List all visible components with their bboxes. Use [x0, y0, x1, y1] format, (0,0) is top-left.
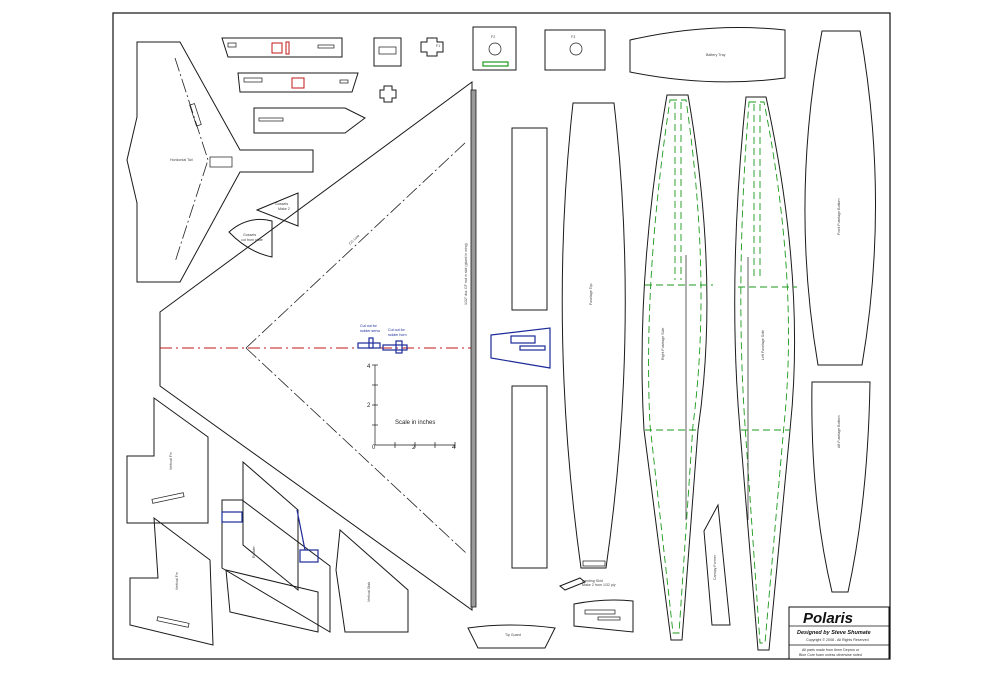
cg-line-label: CG Line [348, 234, 360, 246]
spar-note-label: 1/32" dia. CF rod in slot (glued in wing… [464, 243, 468, 305]
battery-tray-label: Battery Tray [706, 53, 726, 57]
servo-tray-parts [221, 37, 366, 134]
gusset-parts: Gussets Make 2 Gussets cut from plate [228, 192, 299, 258]
cut-out-label-1b: rudder servo [360, 329, 380, 333]
bottom-small-parts: Tip Guard Landing Skid Make 2 from 1/32 … [467, 503, 731, 649]
gusset-label-2b: cut from plate [241, 238, 263, 242]
front-fuselage-bottom-label: Front Fuselage Bottom [837, 198, 841, 235]
left-fuselage-side-part: Left Fuselage Side [734, 96, 797, 651]
gusset-label-2: Gussets [243, 233, 256, 237]
title-block: Polaris Designed by Steve Shumate Copyri… [788, 606, 890, 660]
aft-fuselage-bottom-label: Aft Fuselage Bottom [837, 415, 841, 448]
canopy-label: Canopy Former [713, 554, 717, 580]
cut-out-label-2: Cut out for [388, 328, 406, 332]
f2-label: F2 [491, 35, 495, 39]
title-name: Polaris [803, 610, 853, 627]
scale-tick-y4: 4 [367, 364, 371, 370]
title-note-1: All parts made from 6mm Depron or [802, 648, 860, 652]
gusset-label-1: Gussets [275, 202, 288, 206]
scale-bar: Scale in inches 0 2 4 4 2 [367, 364, 456, 451]
fuselage-bottom-parts: Front Fuselage Bottom Aft Fuselage Botto… [804, 30, 877, 593]
cut-out-label-2b: rudder horn [388, 333, 407, 337]
tip-guard-label: Tip Guard [505, 633, 521, 637]
vertical-stab-label: Vertical Stab [367, 582, 371, 602]
horizontal-tail-part: Horizontal Tail [126, 41, 314, 283]
left-fuselage-side-label: Left Fuselage Side [761, 330, 765, 360]
main-wing-part: CG Line 1/32" dia. CF rod in slot (glued… [159, 81, 551, 611]
title-designed-by: Designed by Steve Shumate [797, 630, 871, 636]
rudder-label: Rudder [252, 545, 256, 558]
fin-right-label: Vertical Fin [175, 572, 179, 590]
cut-out-label-1: Cut out for [360, 324, 378, 328]
scale-tick-x4: 4 [452, 445, 456, 451]
fuselage-top-label: Fuselage Top [589, 283, 593, 305]
title-copyright: Copyright © 2008 - All Rights Reserved [806, 638, 869, 642]
title-note-2: Blue Core foam unless otherwise noted [799, 653, 862, 657]
vertical-fin-parts: Vertical Fin Vertical Fin Rudder Vertica… [126, 397, 409, 646]
scale-title: Scale in inches [395, 420, 435, 426]
landing-skid-label: Landing Skid [582, 579, 603, 583]
scale-tick-x2: 2 [412, 445, 416, 451]
right-fuselage-side-part: Right Fuselage Side [641, 94, 713, 641]
gusset-label-1b: Make 2 [278, 207, 290, 211]
fin-left-label: Vertical Fin [169, 452, 173, 470]
f1-label: F1 [436, 44, 440, 48]
scale-tick-x0: 0 [372, 445, 376, 451]
horizontal-tail-label: Horizontal Tail [170, 158, 193, 162]
fuselage-top-part: Fuselage Top [561, 102, 626, 569]
scale-tick-y2: 2 [367, 403, 371, 409]
f3-label: F3 [571, 35, 575, 39]
battery-tray-part: Battery Tray [629, 27, 786, 83]
sheet-border [112, 12, 891, 660]
right-fuselage-side-label: Right Fuselage Side [661, 328, 665, 360]
landing-skid-label-b: Make 2 from 1/32 ply [582, 583, 616, 587]
former-parts: F1 F2 F3 [373, 26, 606, 103]
